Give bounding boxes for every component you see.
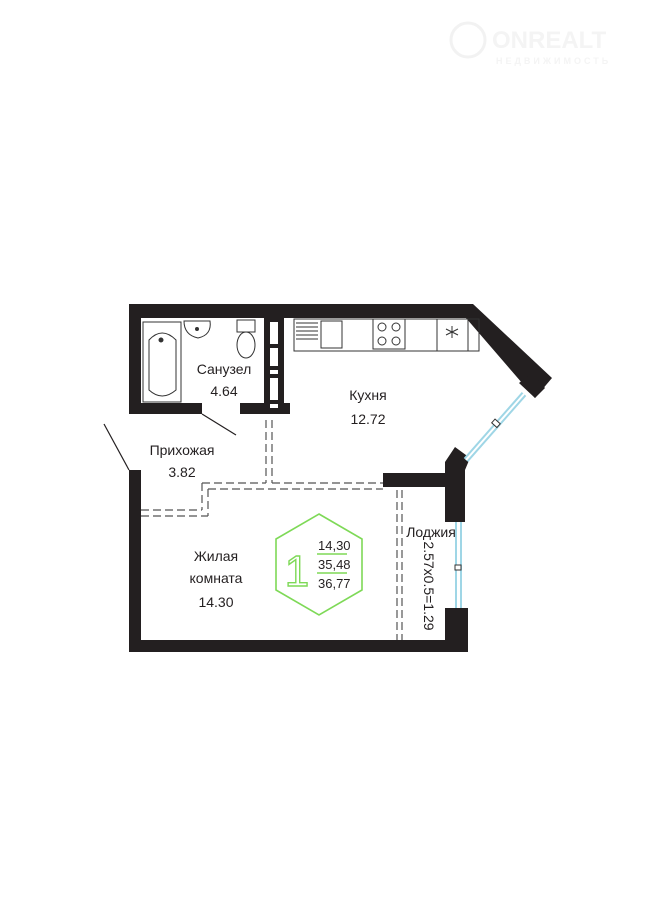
svg-text:НЕДВИЖИМОСТЬ: НЕДВИЖИМОСТЬ: [496, 56, 611, 66]
bathtub-icon: [142, 321, 182, 403]
loggia-window: [454, 522, 462, 608]
kitchen-area: 12.72: [350, 411, 385, 427]
badge-total-area: 35,48: [318, 557, 351, 572]
fridge-icon: [436, 318, 469, 352]
watermark-logo: ONREALT НЕДВИЖИМОСТЬ: [449, 21, 611, 66]
doors: [103, 413, 237, 471]
loggia-name: Лоджия: [406, 524, 456, 540]
hallway-area: 3.82: [168, 464, 195, 480]
loggia-area: 2.57х0.5=1.29: [421, 541, 437, 630]
bathroom-area: 4.64: [210, 383, 237, 399]
hallway-name: Прихожая: [150, 442, 215, 458]
living-name-2: комната: [190, 570, 243, 586]
bathroom-name: Санузел: [197, 361, 252, 377]
toilet-icon: [236, 319, 256, 359]
apartment-badge: 1 14,30 35,48 36,77: [275, 513, 363, 616]
svg-text:ONREALT: ONREALT: [492, 27, 607, 54]
room-count: 1: [285, 547, 309, 596]
sink-icon: [183, 320, 211, 339]
kitchen-window: [463, 392, 527, 462]
zone-dividers: [141, 420, 403, 640]
kitchen-name: Кухня: [349, 387, 386, 403]
walls: [129, 304, 552, 652]
kitchen-counter: [293, 318, 480, 352]
stove-icon: [372, 318, 406, 350]
sink-drainboard-icon: [296, 320, 343, 349]
badge-total-with-loggia: 36,77: [318, 576, 351, 591]
living-name-1: Жилая: [194, 548, 238, 564]
badge-living-area: 14,30: [318, 538, 351, 553]
living-area: 14.30: [198, 594, 233, 610]
